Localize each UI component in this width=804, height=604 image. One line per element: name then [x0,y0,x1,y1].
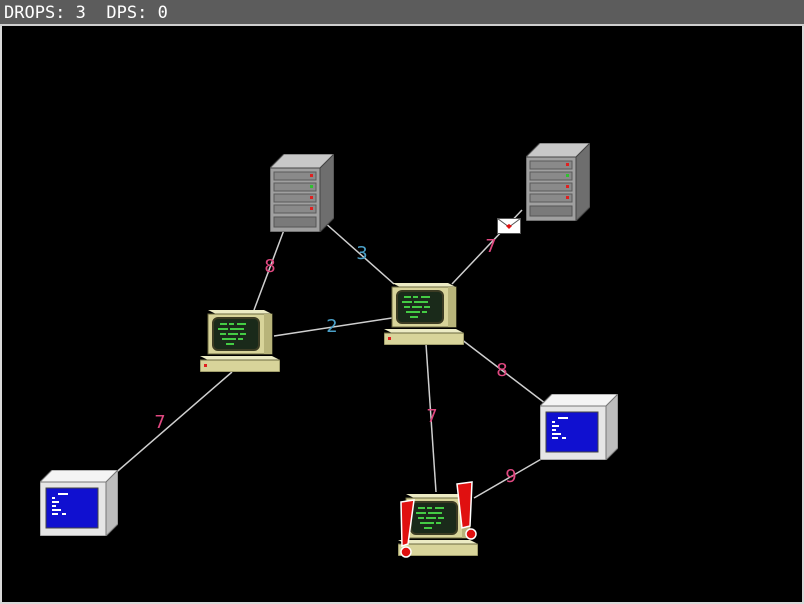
link-server-a-router-left [253,229,285,311]
link-router-left-client-left [111,371,233,477]
link-label: 3 [356,243,367,264]
monitor-icon [540,394,618,460]
router-bottom[interactable] [398,481,478,558]
status-bar: DROPS: 3 DPS: 0 [0,0,804,26]
packet-layer [497,218,521,234]
server-a[interactable] [270,154,334,232]
terminal-icon [384,282,464,345]
link-router-left-router-center [273,317,393,337]
client-left[interactable] [40,470,118,536]
link-label: 8 [496,360,507,381]
alert-icon [400,481,477,558]
dps-label: DPS: [106,3,148,23]
router-left[interactable] [200,309,280,372]
node-layer[interactable] [40,143,618,558]
server-icon [526,143,590,221]
dps-value: 0 [157,3,168,23]
link-label-layer: 8 3 7 2 7 8 7 9 [154,236,516,487]
drops-value: 3 [75,3,86,23]
terminal-icon [200,309,280,372]
server-icon [270,154,334,232]
link-router-center-router-bottom [425,343,437,493]
link-router-center-client-right [456,335,555,411]
link-label: 8 [264,256,275,277]
link-server-a-router-center [323,221,395,285]
server-b[interactable] [526,143,590,221]
client-right[interactable] [540,394,618,460]
network-map[interactable]: 8 3 7 2 7 8 7 9 [2,26,802,602]
link-label: 7 [485,236,496,257]
monitor-icon [40,470,118,536]
link-label: 7 [154,412,165,433]
router-center[interactable] [384,282,464,345]
envelope-icon [497,218,521,234]
link-router-bottom-client-right [473,453,551,499]
game-viewport[interactable]: 8 3 7 2 7 8 7 9 [0,26,804,604]
link-label: 9 [505,466,516,487]
link-label: 2 [326,316,337,337]
link-label: 7 [426,406,437,427]
drops-label: DROPS: [4,3,66,23]
